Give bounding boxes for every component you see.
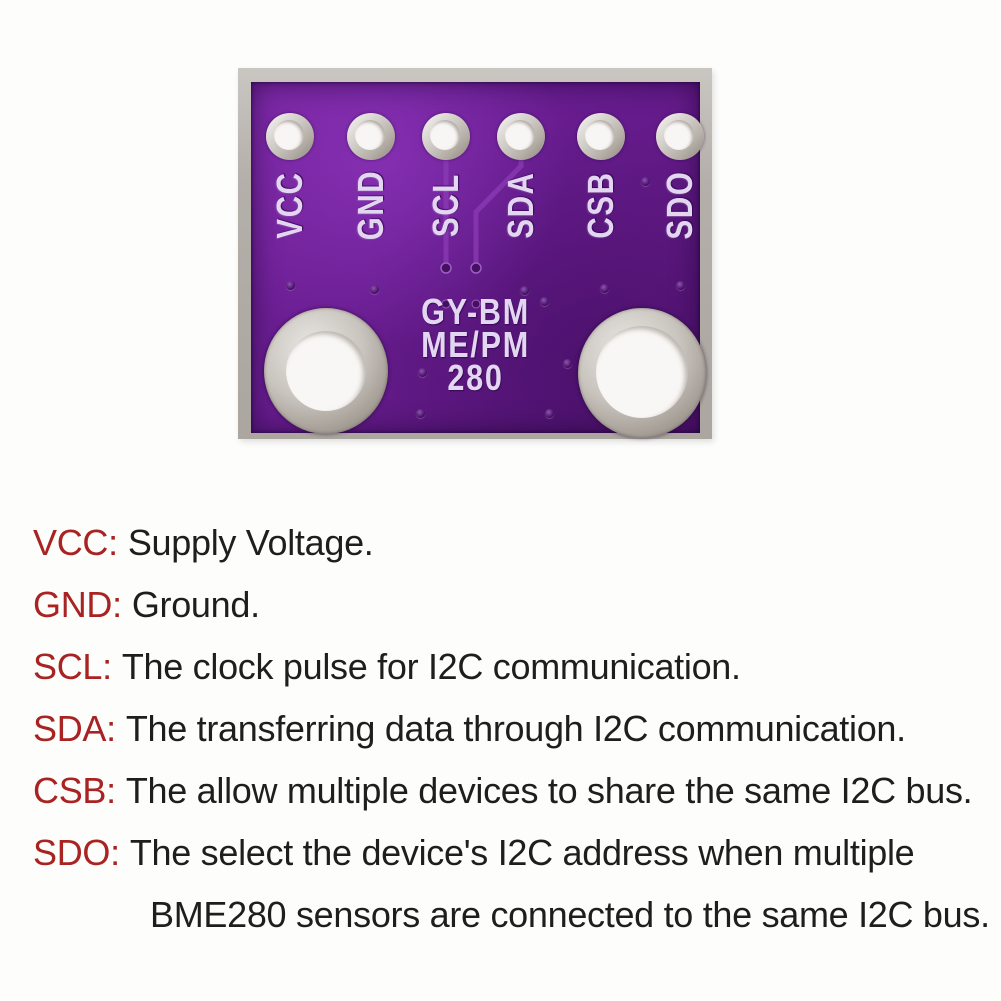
pinout-row: CSB:The allow multiple devices to share … — [33, 760, 983, 822]
silkscreen-line-1: GY-BM — [421, 291, 530, 332]
pin-description: The allow multiple devices to share the … — [125, 770, 973, 811]
via-dot — [520, 286, 529, 295]
pinout-row: VCC:Supply Voltage. — [33, 512, 983, 574]
via-dot — [286, 281, 295, 290]
pin-description: Ground. — [131, 584, 260, 625]
pinout-row: GND:Ground. — [33, 574, 983, 636]
via-dot — [563, 359, 572, 368]
pinout-row: BME280 sensors are connected to the same… — [33, 884, 990, 946]
pin-name: SDA: — [33, 708, 116, 749]
silkscreen-line-3: 280 — [447, 357, 504, 398]
pin-hole — [422, 113, 470, 160]
via-dot — [545, 409, 554, 418]
pin-label: VCC — [269, 171, 310, 239]
sensor-module-photo: VCC GND SCL SDA CSB SDO — [238, 68, 712, 439]
pin-label: CSB — [580, 171, 621, 239]
pin-description: The select the device's I2C address when… — [129, 832, 915, 873]
via-dot — [540, 297, 549, 306]
pin-description: The clock pulse for I2C communication. — [121, 646, 741, 687]
pin-name: SCL: — [33, 646, 112, 687]
pinout-row: SDO:The select the device's I2C address … — [33, 822, 983, 884]
pinout-description-list: VCC:Supply Voltage. GND:Ground. SCL:The … — [33, 512, 990, 946]
via-dot — [416, 409, 425, 418]
pin-label: SDO — [659, 170, 700, 240]
silkscreen-line-2: ME/PM — [421, 324, 530, 365]
pin-label: SDA — [500, 171, 541, 239]
via-dot — [676, 281, 685, 290]
pin-hole — [266, 113, 314, 160]
pin-hole — [497, 113, 545, 160]
mounting-hole-right — [578, 308, 706, 438]
pin-name: VCC: — [33, 522, 118, 563]
mounting-hole-left — [264, 308, 388, 434]
via-dot — [418, 368, 427, 377]
pin-description: BME280 sensors are connected to the same… — [150, 894, 990, 935]
pin-description: The transferring data through I2C commun… — [125, 708, 906, 749]
pinout-row: SCL:The clock pulse for I2C communicatio… — [33, 636, 983, 698]
pinout-row: SDA:The transferring data through I2C co… — [33, 698, 983, 760]
silkscreen-part-name: GY-BM ME/PM 280 — [285, 291, 667, 398]
pin-hole — [577, 113, 625, 160]
pin-description: Supply Voltage. — [127, 522, 374, 563]
pin-hole — [656, 113, 704, 160]
pin-name: SDO: — [33, 832, 120, 873]
pin-name: GND: — [33, 584, 122, 625]
pin-label: GND — [350, 169, 391, 241]
pin-name: CSB: — [33, 770, 116, 811]
via-dot — [641, 177, 650, 186]
pin-label: SCL — [425, 173, 466, 237]
via-dot — [370, 285, 379, 294]
pin-hole — [347, 113, 395, 160]
via-dot — [600, 284, 609, 293]
pcb-board: VCC GND SCL SDA CSB SDO — [251, 82, 706, 438]
